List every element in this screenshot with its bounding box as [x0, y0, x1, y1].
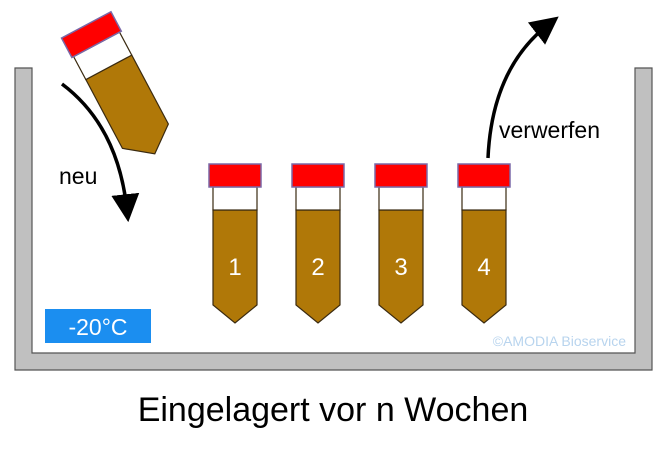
- tube-1-number: 1: [228, 254, 241, 281]
- caption: Eingelagert vor n Wochen: [138, 391, 529, 429]
- tube-3-empty-space: [378, 186, 424, 211]
- tube-2-number: 2: [311, 254, 324, 281]
- freezer-tray: [14, 67, 653, 371]
- tube-3-cap: [374, 163, 428, 188]
- tube-4: 4: [457, 163, 511, 324]
- tube-3-number: 3: [394, 254, 407, 281]
- tube-4-number: 4: [477, 254, 490, 281]
- tube-2: 2: [291, 163, 345, 324]
- tube-1: 1: [208, 163, 262, 324]
- tube-3: 3: [374, 163, 428, 324]
- temperature-label: -20°C: [68, 314, 127, 340]
- tube-4-empty-space: [461, 186, 507, 211]
- new-tube-cap: [60, 10, 123, 59]
- tube-1-empty-space: [212, 186, 258, 211]
- tube-2-cap: [291, 163, 345, 188]
- discard-label: verwerfen: [499, 117, 600, 143]
- tube-2-empty-space: [295, 186, 341, 211]
- copyright-watermark: ©AMODIA Bioservice: [493, 333, 626, 349]
- temperature-badge: [45, 309, 151, 343]
- discard-arrow: [486, 16, 559, 159]
- tube-4-cap: [457, 163, 511, 188]
- new-arrow: [60, 82, 140, 223]
- new-tube: [60, 10, 170, 155]
- tube-1-cap: [208, 163, 262, 188]
- new-label: neu: [59, 163, 97, 189]
